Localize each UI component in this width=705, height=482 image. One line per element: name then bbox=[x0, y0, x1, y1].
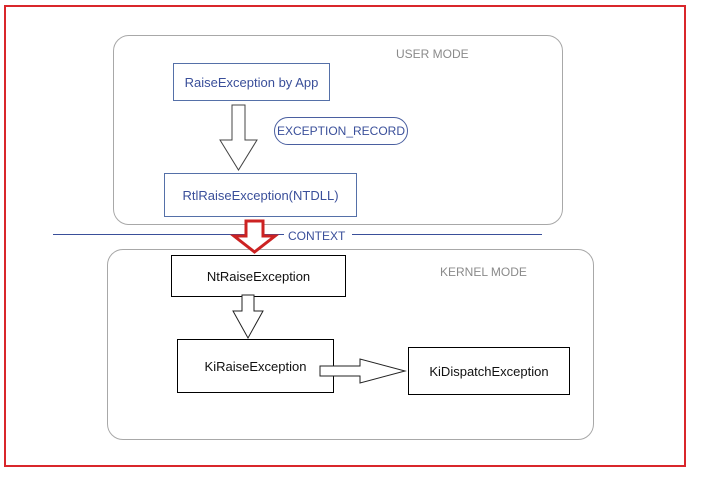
nt-raise-exception-box: NtRaiseException bbox=[171, 255, 346, 297]
kernel-mode-label: KERNEL MODE bbox=[440, 265, 527, 279]
ki-dispatch-exception-box: KiDispatchException bbox=[408, 347, 570, 395]
kernel-mode-region bbox=[107, 249, 594, 440]
rtl-raise-exception-box: RtlRaiseException(NTDLL) bbox=[164, 173, 357, 217]
context-label: CONTEXT bbox=[288, 229, 346, 243]
raise-exception-box: RaiseException by App bbox=[173, 63, 330, 101]
down-arrow-user bbox=[219, 104, 258, 171]
outer-frame bbox=[4, 5, 686, 467]
exception-record-bubble: EXCEPTION_RECORD bbox=[274, 117, 408, 145]
context-arrow bbox=[229, 219, 280, 254]
right-arrow-kernel bbox=[319, 358, 407, 384]
user-mode-label: USER MODE bbox=[396, 47, 469, 61]
down-arrow-kernel bbox=[232, 294, 264, 340]
user-mode-region bbox=[113, 35, 563, 225]
